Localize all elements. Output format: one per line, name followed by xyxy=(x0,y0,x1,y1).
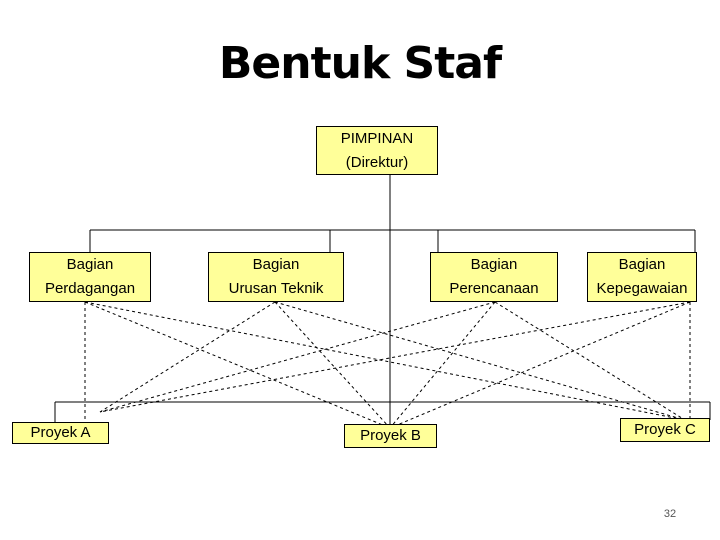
node-bagian-perdagangan: Bagian Perdagangan xyxy=(29,252,151,302)
dashed-connectors xyxy=(84,301,691,429)
slide-title: Bentuk Staf xyxy=(218,38,502,89)
node-pimpinan: PIMPINAN (Direktur) xyxy=(316,126,438,175)
dash-perencanaan-proyek-a xyxy=(99,301,496,413)
node-pimpinan-line-1: PIMPINAN xyxy=(340,129,414,147)
node-perencanaan-line-2: Perencanaan xyxy=(449,280,539,297)
dash-urusan-teknik-proyek-c xyxy=(274,301,686,421)
dash-kepegawaian-proyek-a xyxy=(99,301,691,413)
dash-urusan-teknik-proyek-b xyxy=(274,301,391,429)
node-bagian-perencanaan: Bagian Perencanaan xyxy=(430,252,558,302)
node-pimpinan-line-2: (Direktur) xyxy=(345,153,409,171)
dash-perdagangan-proyek-b xyxy=(84,301,391,429)
solid-connectors xyxy=(54,175,711,428)
node-proyek-b: Proyek B xyxy=(344,424,437,448)
node-proyek-a-label: Proyek A xyxy=(30,424,91,441)
node-perencanaan-line-1: Bagian xyxy=(470,256,518,273)
node-perdagangan-line-1: Bagian xyxy=(66,256,114,273)
node-perdagangan-line-2: Perdagangan xyxy=(44,280,136,297)
dash-perencanaan-proyek-c xyxy=(494,301,686,421)
dash-urusan-teknik-proyek-a xyxy=(99,301,276,413)
node-urusan-teknik-line-2: Urusan Teknik xyxy=(228,280,324,297)
node-kepegawaian-line-1: Bagian xyxy=(618,256,666,273)
node-proyek-b-label: Proyek B xyxy=(360,427,421,444)
node-proyek-a: Proyek A xyxy=(12,422,109,444)
page-number: 32 xyxy=(663,508,677,520)
node-bagian-urusan-teknik: Bagian Urusan Teknik xyxy=(208,252,344,302)
node-proyek-c-label: Proyek C xyxy=(634,421,696,438)
node-urusan-teknik-line-1: Bagian xyxy=(252,256,300,273)
node-bagian-kepegawaian: Bagian Kepegawaian xyxy=(587,252,697,302)
node-proyek-c: Proyek C xyxy=(620,418,710,442)
dash-kepegawaian-proyek-b xyxy=(389,301,691,429)
node-kepegawaian-line-2: Kepegawaian xyxy=(596,280,688,297)
